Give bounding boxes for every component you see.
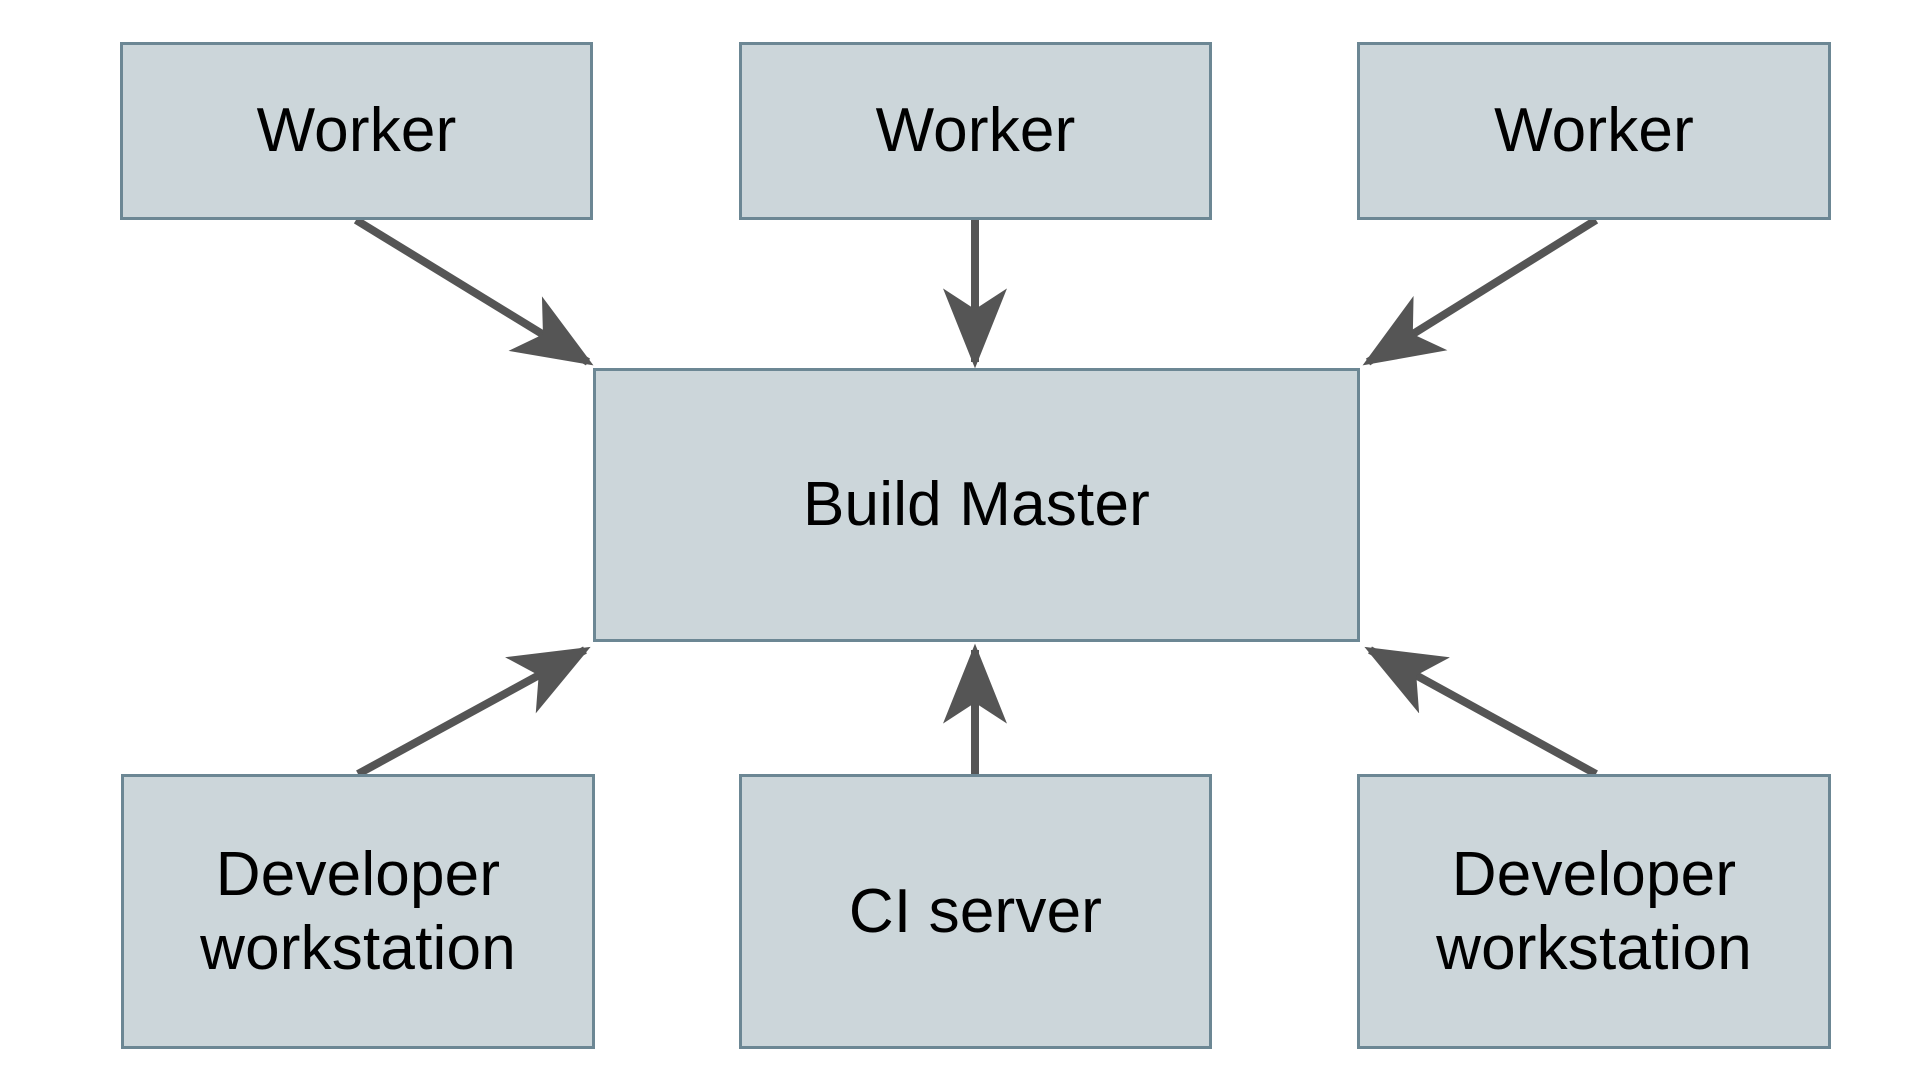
node-ci-server[interactable]: CI server (739, 774, 1212, 1049)
node-worker-2-label: Worker (875, 96, 1076, 166)
node-worker-1[interactable]: Worker (120, 42, 593, 220)
node-worker-2[interactable]: Worker (739, 42, 1212, 220)
edge-worker-1-to-build-master (353, 216, 594, 366)
node-developer-workstation-right[interactable]: Developer workstation (1357, 774, 1831, 1049)
node-worker-3-label: Worker (1494, 96, 1694, 166)
edge-dev-1-to-build-master (356, 646, 591, 778)
node-worker-1-label: Worker (256, 96, 457, 166)
node-build-master[interactable]: Build Master (593, 368, 1360, 642)
edge-worker-3-to-build-master (1362, 216, 1599, 366)
node-developer-workstation-left[interactable]: Developer workstation (121, 774, 595, 1049)
node-worker-3[interactable]: Worker (1357, 42, 1831, 220)
node-ci-server-label: CI server (848, 876, 1103, 946)
edge-dev-2-to-build-master (1364, 646, 1598, 778)
node-build-master-label: Build Master (803, 470, 1150, 540)
node-developer-workstation-left-label: Developer workstation (200, 840, 516, 983)
node-developer-workstation-right-label: Developer workstation (1436, 840, 1752, 983)
